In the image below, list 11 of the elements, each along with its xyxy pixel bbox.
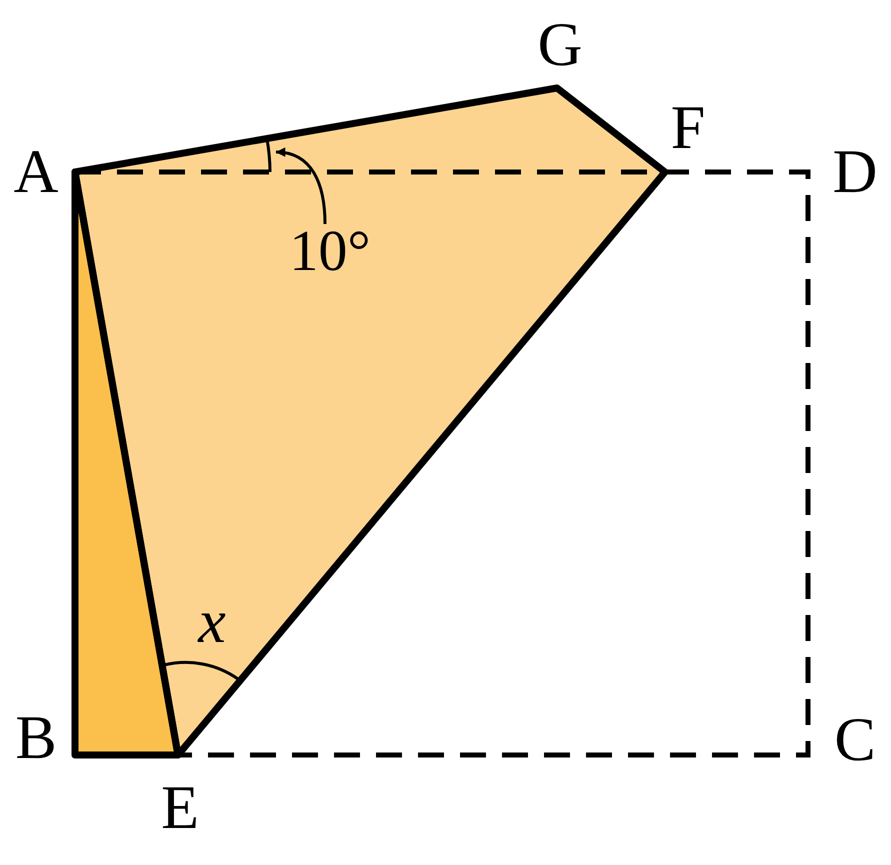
point-label: C xyxy=(834,709,876,771)
point-label: B xyxy=(15,707,57,769)
leader-arrow xyxy=(276,148,326,224)
point-label: E xyxy=(161,777,199,839)
angle-label: x xyxy=(198,591,226,653)
point-label: G xyxy=(538,14,582,76)
angle-label: 10° xyxy=(289,222,371,280)
point-label: D xyxy=(832,141,878,203)
point-label: F xyxy=(670,97,706,159)
angle-arc xyxy=(266,138,272,172)
point-label: A xyxy=(14,141,58,203)
